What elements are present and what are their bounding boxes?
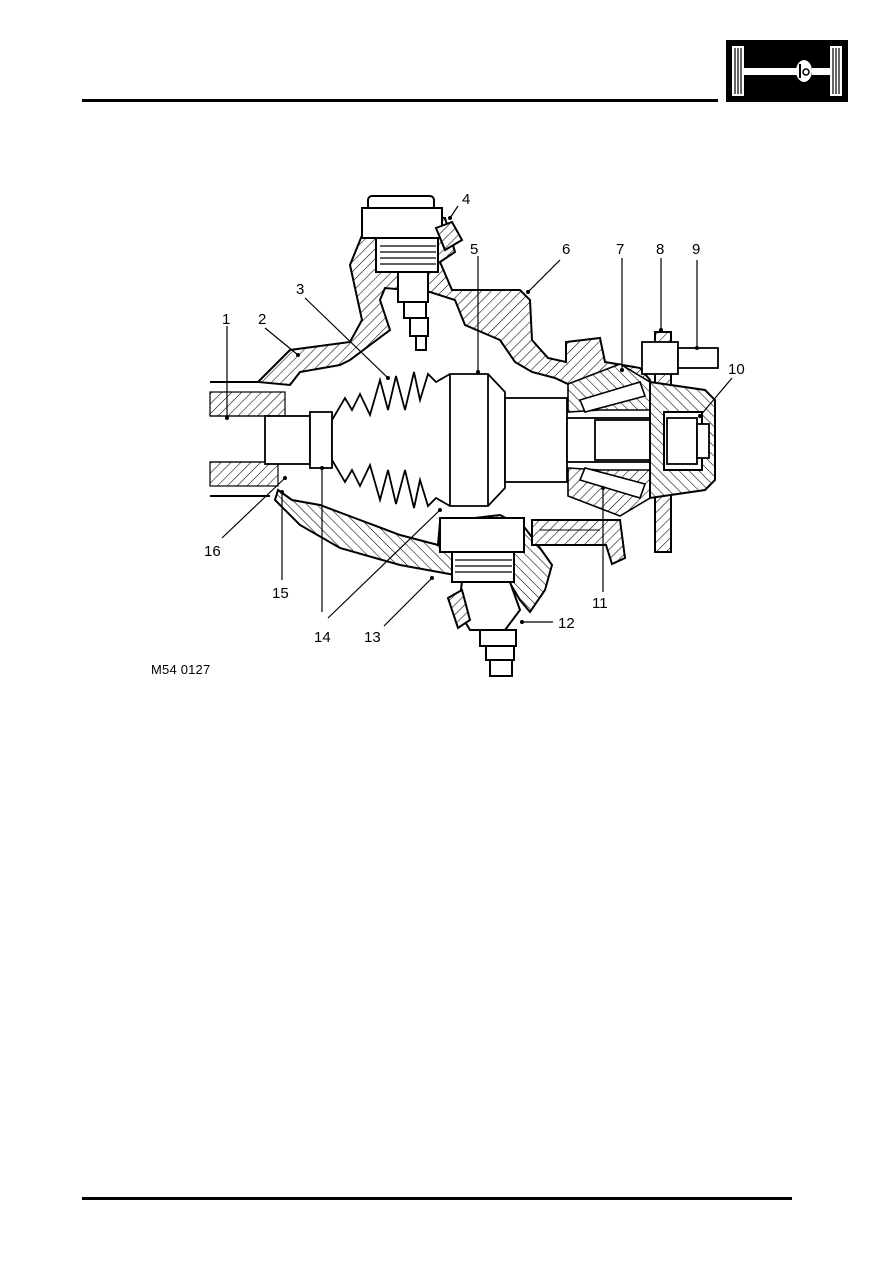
wheel-bearings	[567, 363, 651, 517]
header-rule	[82, 99, 718, 102]
callout-2: 2	[258, 311, 266, 328]
upper-swivel-pin	[361, 195, 464, 351]
wheel-stud	[641, 341, 719, 375]
brake-disc-mount	[531, 519, 627, 566]
callout-10: 10	[728, 361, 745, 378]
callout-6: 6	[562, 241, 570, 258]
callout-11: 11	[592, 595, 608, 612]
callout-4: 4	[462, 191, 470, 208]
leader-dots	[225, 216, 702, 624]
drive-shaft-tube	[209, 381, 292, 497]
figure-reference: M54 0127	[151, 662, 211, 677]
callout-12: 12	[558, 615, 575, 632]
callout-15: 15	[272, 585, 289, 602]
callout-14: 14	[314, 629, 331, 646]
callout-7: 7	[616, 241, 624, 258]
footer-rule	[82, 1197, 792, 1200]
callout-1: 1	[222, 311, 230, 328]
callout-3: 3	[296, 281, 304, 298]
callout-5: 5	[470, 241, 478, 258]
driveline-axle-icon	[726, 40, 848, 102]
callout-labels: 1 2 3 4 5 6 7 8 9 10 11 12 13 14 15 16	[204, 191, 745, 646]
hub-nut	[666, 417, 710, 465]
lower-swivel-pin	[439, 517, 525, 677]
callout-8: 8	[656, 241, 664, 258]
callout-9: 9	[692, 241, 700, 258]
cv-joint-boot	[264, 371, 506, 509]
callout-16: 16	[204, 543, 221, 560]
leader-lines	[221, 205, 733, 627]
callout-13: 13	[364, 629, 381, 646]
